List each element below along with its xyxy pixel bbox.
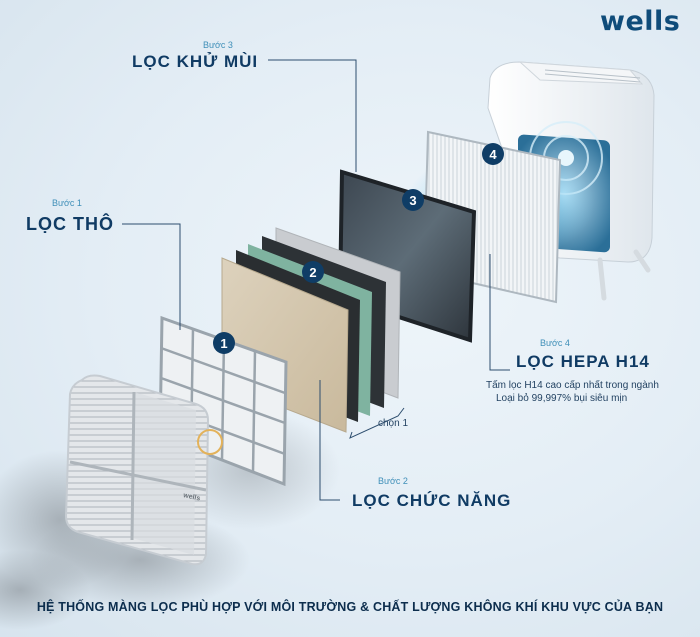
- step1-title: LỌC THÔ: [26, 214, 114, 234]
- choose-one-label: chọn 1: [378, 418, 409, 429]
- cover-logo: wells: [182, 492, 201, 503]
- step4-label: Bước 4: [540, 338, 570, 348]
- leader-line-step1: [122, 223, 181, 330]
- footer-caption: HỆ THỐNG MÀNG LỌC PHÙ HỢP VỚI MÔI TRƯỜNG…: [36, 600, 664, 614]
- step3-label: Bước 3: [203, 40, 233, 50]
- leader-line-step3: [268, 59, 357, 172]
- step4-desc-line1: Tấm lọc H14 cao cấp nhất trong ngành: [486, 380, 659, 391]
- badge-1: 1: [213, 332, 235, 354]
- step2-title: LỌC CHỨC NĂNG: [352, 491, 512, 510]
- leader-line-step2: [319, 380, 340, 501]
- step1-label: Bước 1: [52, 198, 82, 208]
- step2-label: Bước 2: [378, 476, 408, 486]
- brand-logo: wells: [600, 6, 681, 37]
- svg-text:1: 1: [220, 336, 227, 351]
- leader-line-step4: [489, 254, 510, 371]
- badge-2: 2: [302, 261, 324, 283]
- svg-text:4: 4: [489, 147, 497, 162]
- step3-title: LỌC KHỬ MÙI: [132, 52, 259, 71]
- svg-text:3: 3: [409, 193, 416, 208]
- step4-title: LỌC HEPA H14: [516, 352, 650, 371]
- step4-desc-line2: Loại bỏ 99,997% bụi siêu mịn: [496, 393, 628, 404]
- badge-3: 3: [402, 189, 424, 211]
- badge-4: 4: [482, 143, 504, 165]
- svg-text:2: 2: [309, 265, 316, 280]
- front-cover-panel: [64, 374, 223, 566]
